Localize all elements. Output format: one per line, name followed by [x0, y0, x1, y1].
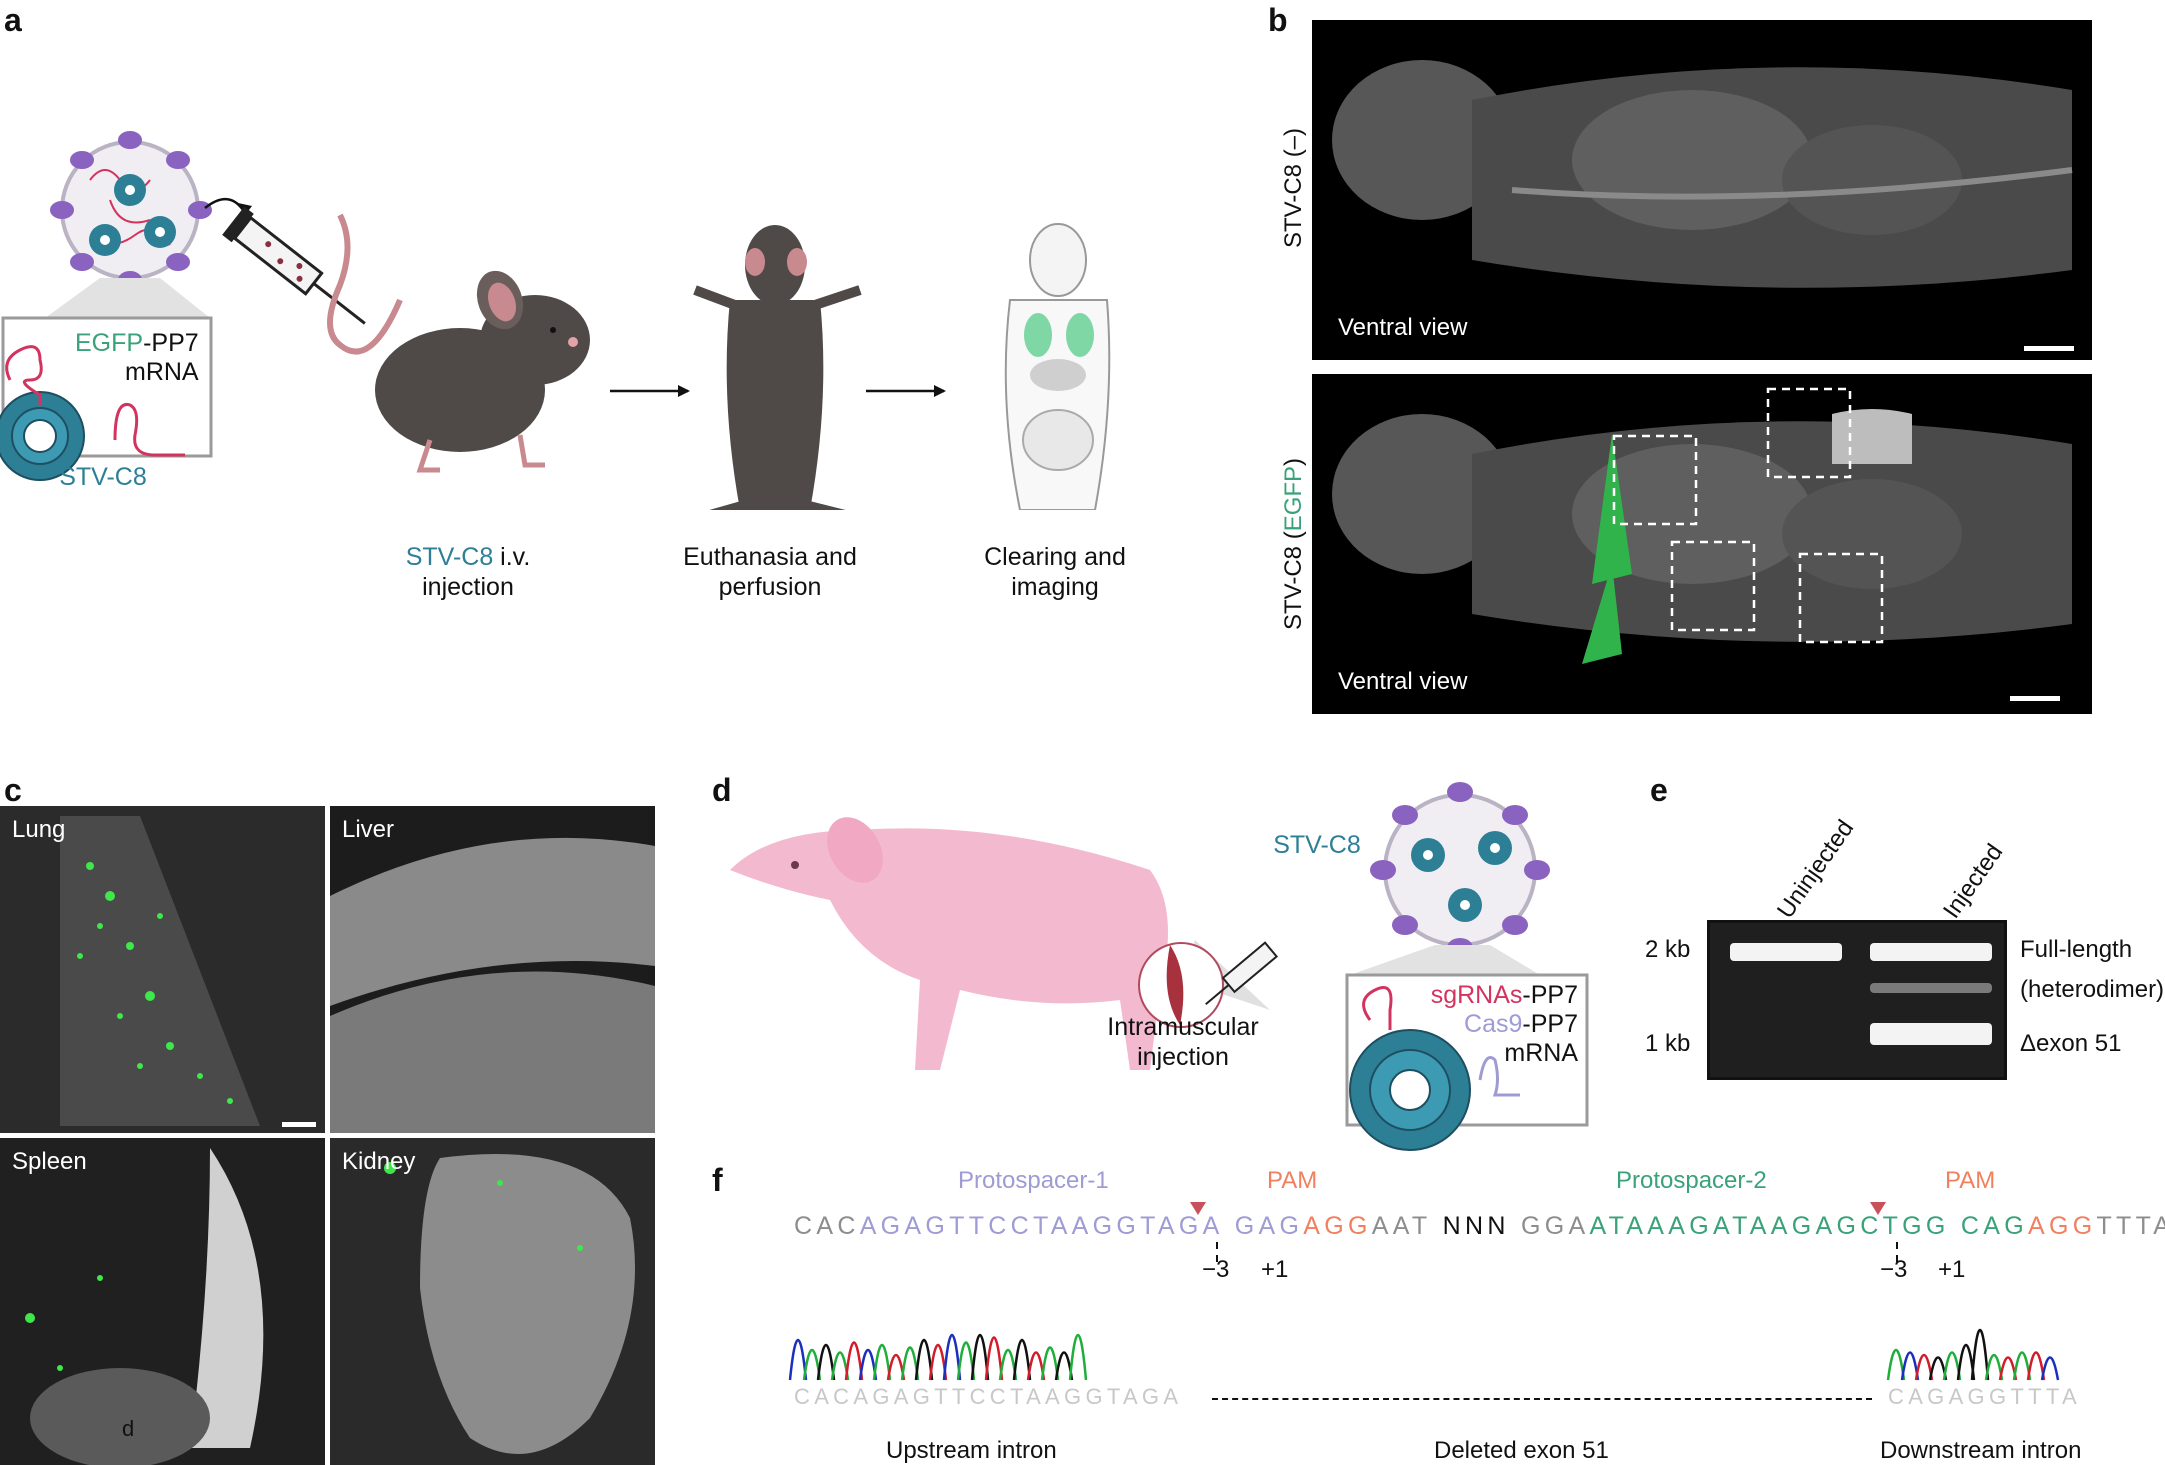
panel-letter-f: f — [712, 1162, 723, 1198]
tile-liver: Liver — [330, 806, 655, 1133]
cut-site-markers — [1190, 1202, 1886, 1215]
band-injected-deleted — [1870, 1023, 1992, 1045]
streptavidin-ring-d-icon — [1349, 1029, 1471, 1151]
mouse-icon — [327, 213, 590, 473]
panel-letter-d: d — [712, 772, 732, 808]
read-downstream-sequence: CAGAGGTTTA — [1888, 1384, 2081, 1409]
region-downstream-label: Downstream intron — [1880, 1437, 2082, 1464]
band-uninjected-full — [1730, 943, 1842, 961]
cleared-mouse-icon — [1004, 223, 1111, 510]
position-ticks — [1216, 1242, 1898, 1262]
band-label-full-length: Full-length — [2020, 936, 2133, 963]
region-upstream-label: Upstream intron — [886, 1437, 1057, 1464]
intramuscular-injection-label: Intramuscular injection — [1107, 1013, 1259, 1071]
pam2-label: PAM — [1945, 1167, 1996, 1194]
band-label-deleted: Δexon 51 — [2020, 1030, 2122, 1057]
panel-letter-c: c — [4, 772, 22, 808]
tile-spleen-label: Spleen — [12, 1148, 87, 1175]
tile-lung: Lung — [0, 806, 325, 1133]
mrna-label-d: mRNA — [1504, 1039, 1578, 1067]
whole-body-image-egfp: Ventral view — [1312, 374, 2092, 714]
syringe-icon — [222, 206, 366, 325]
panel-letter-e: e — [1650, 772, 1668, 808]
lane-label-uninjected: Uninjected — [1772, 815, 1860, 924]
protospacer1-label: Protospacer-1 — [958, 1167, 1109, 1194]
sgrna-label: sgRNAs-PP7 — [1430, 981, 1578, 1009]
spleen-marker-d: d — [122, 1416, 135, 1441]
reference-sequence: CACAGAGTTCCTAAGGTAGA GAGAGGAAT NNN GGAAT… — [794, 1212, 2165, 1240]
tile-kidney-label: Kidney — [342, 1148, 416, 1175]
scale-bar-b-bottom — [2010, 696, 2060, 701]
supine-mouse-icon — [693, 225, 862, 510]
panel-a-illustration — [0, 131, 1111, 510]
step-euthanasia-label: Euthanasia and perfusion — [683, 543, 857, 601]
step-injection-label: STV-C8 i.v. injection — [405, 543, 531, 601]
cas9-label: Cas9-PP7 — [1464, 1010, 1578, 1038]
stv-c8-label-a: STV-C8 — [59, 463, 147, 491]
whole-body-image-control: Ventral view — [1312, 20, 2092, 360]
pig-icon — [730, 817, 1168, 1070]
lane-label-injected: Injected — [1938, 839, 2009, 924]
tile-kidney: Kidney — [330, 1138, 655, 1465]
ventral-view-label-bottom: Ventral view — [1338, 668, 1468, 695]
protospacer2-label: Protospacer-2 — [1616, 1167, 1767, 1194]
deletion-dashes — [1212, 1398, 1872, 1400]
region-deleted-label: Deleted exon 51 — [1434, 1437, 1609, 1464]
read-upstream-sequence: CACAGAGTTCCTAAGGTAGA — [794, 1384, 1183, 1409]
stv-c8-label-d: STV-C8 — [1273, 831, 1361, 859]
ventral-view-label-top: Ventral view — [1338, 314, 1468, 341]
mrna-label-line1: EGFP-PP7 — [75, 329, 199, 357]
pos-plus1-b: +1 — [1938, 1256, 1966, 1283]
virus-particle-d-icon — [1370, 782, 1550, 958]
panel-letter-b: b — [1268, 2, 1288, 38]
pos-plus1-a: +1 — [1261, 1256, 1289, 1283]
stv-egfp-label: STV-C8 (EGFP) — [1280, 457, 1307, 630]
panel-d-illustration — [730, 782, 1589, 1151]
virus-particle-icon — [50, 131, 212, 289]
tile-liver-label: Liver — [342, 816, 395, 843]
ladder-2kb: 2 kb — [1645, 936, 1691, 963]
pos-minus3-b: −3 — [1880, 1256, 1908, 1283]
syringe-small-icon — [1205, 941, 1279, 1005]
stv-control-label: STV-C8 (–) — [1280, 127, 1307, 248]
band-injected-full — [1870, 943, 1992, 961]
scale-bar-b-top — [2024, 346, 2074, 351]
tile-lung-label: Lung — [12, 816, 66, 843]
step-clearing-label: Clearing and imaging — [984, 543, 1126, 601]
panel-letter-a: a — [4, 2, 22, 38]
chromatogram — [788, 1328, 2060, 1381]
band-label-heterodimer: (heterodimer) — [2020, 976, 2165, 1003]
tile-spleen: Spleen d — [0, 1138, 325, 1465]
pos-minus3-a: −3 — [1202, 1256, 1230, 1283]
pam1-label: PAM — [1267, 1167, 1318, 1194]
band-injected-heterodimer — [1870, 983, 1992, 993]
ladder-1kb: 1 kb — [1645, 1030, 1691, 1057]
mrna-label-line2: mRNA — [125, 358, 199, 386]
gel-image — [1707, 920, 2007, 1080]
streptavidin-ring-icon — [0, 391, 85, 481]
